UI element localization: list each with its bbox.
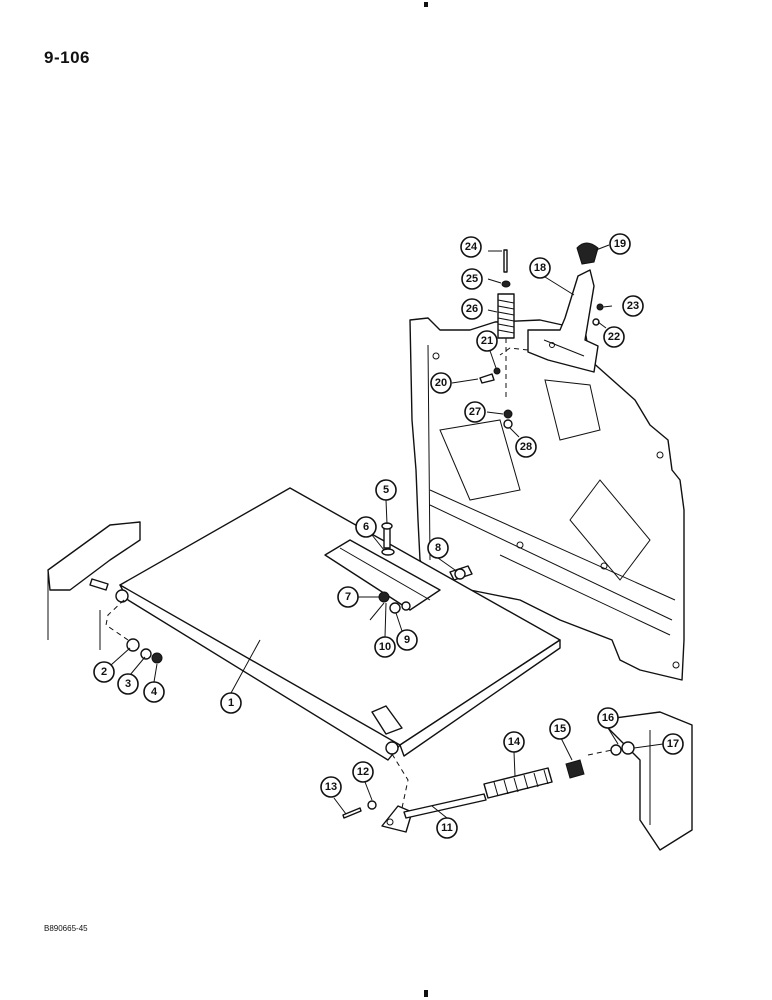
svg-text:13: 13 [325, 781, 337, 793]
left-side-panel [47, 521, 141, 650]
svg-text:4: 4 [151, 686, 158, 698]
svg-text:8: 8 [435, 542, 441, 554]
svg-text:26: 26 [466, 303, 478, 315]
svg-text:1: 1 [228, 697, 234, 709]
callout-21: 21 [476, 330, 498, 352]
callout-4: 4 [143, 681, 165, 703]
lever-knob [576, 242, 599, 265]
callout-19: 19 [609, 233, 631, 255]
callout-26: 26 [461, 298, 483, 320]
alignment-line-right [587, 749, 613, 756]
callout-6: 6 [355, 516, 377, 538]
small-hardware [479, 303, 604, 429]
seat-adjust-lever [527, 269, 599, 373]
callout-12: 12 [352, 761, 374, 783]
svg-text:23: 23 [627, 300, 639, 312]
svg-text:7: 7 [345, 591, 351, 603]
callout-10: 10 [374, 636, 396, 658]
svg-text:15: 15 [554, 723, 566, 735]
callout-17: 17 [662, 733, 684, 755]
svg-text:18: 18 [534, 262, 546, 274]
svg-text:6: 6 [363, 521, 369, 533]
svg-text:19: 19 [614, 238, 626, 250]
callout-18: 18 [529, 257, 551, 279]
callout-24: 24 [460, 236, 482, 258]
svg-text:2: 2 [101, 666, 107, 678]
alignment-line-frame [499, 347, 529, 356]
seat-pan [115, 487, 561, 761]
registration-mark-bottom [424, 990, 428, 997]
svg-text:24: 24 [465, 241, 478, 253]
svg-text:20: 20 [435, 377, 447, 389]
alignment-line-left [105, 599, 129, 641]
svg-text:3: 3 [125, 678, 131, 690]
callout-2: 2 [93, 661, 115, 683]
callout-8: 8 [427, 537, 449, 559]
callout-15: 15 [549, 718, 571, 740]
spring-stack [497, 249, 515, 339]
callout-3: 3 [117, 673, 139, 695]
svg-text:14: 14 [508, 736, 521, 748]
svg-text:27: 27 [469, 406, 481, 418]
pivot-hardware-left [89, 578, 163, 664]
callout-20: 20 [430, 372, 452, 394]
callout-13: 13 [320, 776, 342, 798]
svg-text:17: 17 [667, 738, 679, 750]
svg-text:28: 28 [520, 441, 532, 453]
seat-mount-hardware [378, 522, 473, 614]
callout-14: 14 [503, 731, 525, 753]
page-number: 9-106 [44, 48, 90, 67]
callout-1: 1 [220, 692, 242, 714]
callout-11: 11 [436, 817, 458, 839]
callout-5: 5 [375, 479, 397, 501]
svg-text:10: 10 [379, 641, 391, 653]
right-side-panel [599, 711, 693, 851]
callout-27: 27 [464, 401, 486, 423]
adjuster-rod-assembly [342, 741, 635, 833]
callout-22: 22 [603, 326, 625, 348]
svg-text:9: 9 [404, 634, 410, 646]
callout-25: 25 [461, 268, 483, 290]
svg-text:25: 25 [466, 273, 478, 285]
alignment-line-rod [391, 753, 409, 809]
callout-7: 7 [337, 586, 359, 608]
callout-9: 9 [396, 629, 418, 651]
svg-text:22: 22 [608, 331, 620, 343]
callout-28: 28 [515, 436, 537, 458]
svg-text:11: 11 [441, 822, 453, 834]
callout-16: 16 [597, 707, 619, 729]
figure-code: B890665-45 [44, 924, 88, 933]
svg-text:21: 21 [481, 335, 493, 347]
svg-text:12: 12 [357, 766, 369, 778]
callout-23: 23 [622, 295, 644, 317]
leader-lines [110, 244, 664, 819]
svg-text:16: 16 [602, 712, 614, 724]
registration-mark-top [424, 2, 428, 7]
svg-text:5: 5 [383, 484, 389, 496]
